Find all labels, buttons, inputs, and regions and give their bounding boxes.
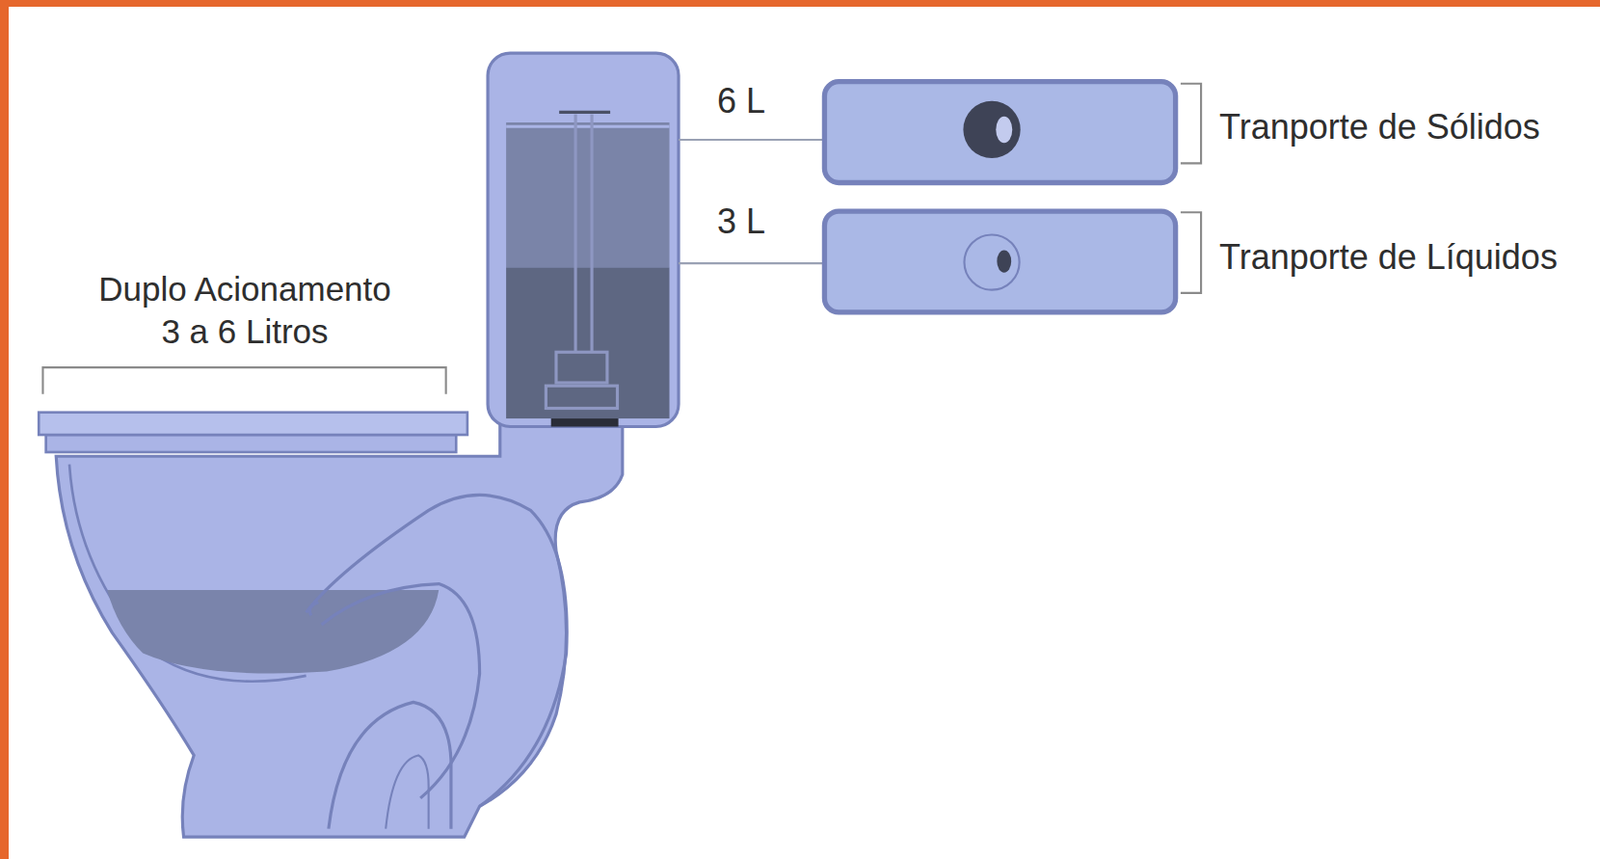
button-icon	[995, 116, 1013, 144]
toilet-drawing	[38, 53, 1201, 837]
orange-frame-top	[0, 0, 1600, 7]
flush-button-full	[824, 81, 1175, 184]
bracket	[1180, 83, 1201, 164]
bracket	[42, 367, 446, 395]
flush-rod-top	[559, 110, 611, 114]
button-icon	[996, 249, 1012, 272]
tank-water-lower	[506, 266, 669, 419]
flush-valve	[556, 351, 608, 383]
button-icon	[963, 235, 1019, 291]
leader-line	[678, 138, 823, 141]
flush-seal	[551, 418, 619, 427]
orange-frame-left	[0, 0, 9, 859]
function-label: Tranporte de Sólidos	[1219, 105, 1541, 149]
bracket	[1180, 212, 1201, 294]
button-icon	[962, 101, 1020, 159]
trap-lip	[309, 602, 319, 616]
flush-button-half	[824, 211, 1175, 313]
drain-pipe	[328, 701, 452, 828]
bowl-water	[106, 589, 439, 674]
water-line-6l	[506, 125, 669, 129]
flush-rod	[589, 114, 593, 353]
flush-rod	[574, 114, 578, 353]
cistern-tank	[487, 53, 679, 427]
function-label: Tranporte de Líquidos	[1219, 235, 1558, 279]
volume-label: 3 L	[717, 199, 766, 243]
volume-label: 6 L	[717, 79, 766, 123]
seat-ring	[46, 434, 457, 453]
flush-valve-base	[545, 385, 617, 408]
toilet-body	[55, 423, 623, 837]
drain-inner	[385, 754, 428, 828]
leader-line	[678, 262, 823, 265]
tank-water-upper	[506, 122, 669, 267]
system-label: Duplo Acionamento 3 a 6 Litros	[90, 267, 400, 353]
seat-lid	[38, 412, 468, 435]
